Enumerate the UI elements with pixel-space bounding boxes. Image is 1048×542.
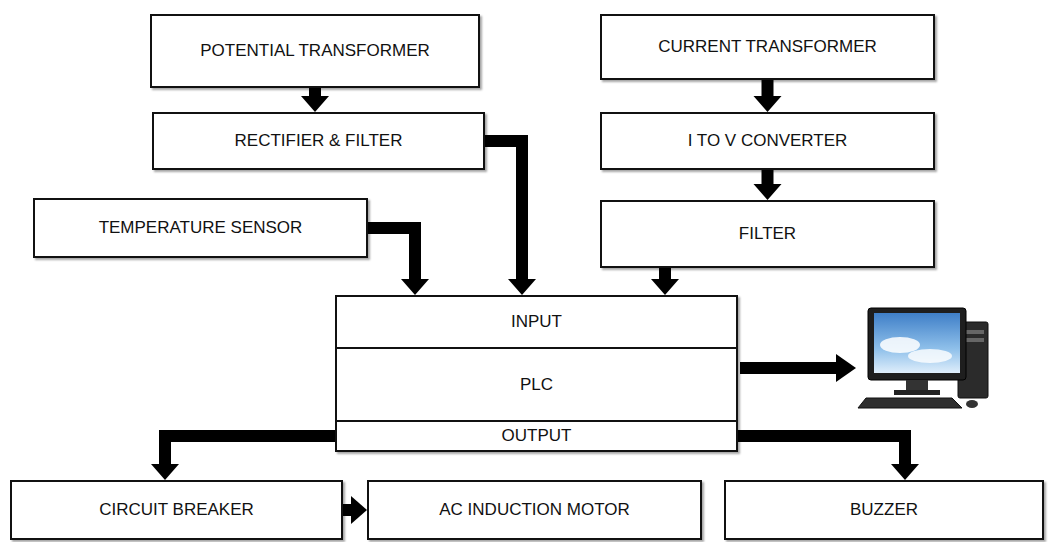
arrow-head	[651, 279, 679, 295]
arrow-line	[762, 170, 774, 185]
box-label: I TO V CONVERTER	[680, 131, 856, 151]
signal-arrow	[651, 268, 679, 295]
box-label: RECTIFIER & FILTER	[227, 131, 411, 151]
signal-arrow	[151, 436, 335, 480]
arrow-head	[301, 96, 329, 112]
box-label: CURRENT TRANSFORMER	[650, 37, 885, 57]
arrow-head	[754, 96, 782, 112]
breaker-box: CIRCUIT BREAKER	[10, 480, 343, 540]
process-box: FILTER	[600, 200, 935, 268]
section-label: PLC	[512, 375, 561, 395]
arrow-line	[762, 80, 774, 97]
plc-section: OUTPUT	[337, 420, 736, 450]
arrow-head	[891, 464, 919, 480]
arrow-head	[754, 184, 782, 200]
sensor-box: TEMPERATURE SENSOR	[33, 198, 368, 258]
arrow-line	[485, 141, 522, 280]
arrow-line	[740, 362, 838, 374]
signal-arrow	[368, 228, 429, 295]
box-label: CIRCUIT BREAKER	[91, 500, 262, 520]
plc-box: INPUT PLC OUTPUT	[335, 295, 738, 452]
plc-section: PLC	[337, 347, 736, 420]
plc-section: INPUT	[337, 297, 736, 347]
signal-arrow	[738, 436, 919, 480]
arrow-head	[401, 279, 429, 295]
arrow-line	[165, 436, 335, 465]
box-label: TEMPERATURE SENSOR	[91, 218, 311, 238]
transformer-box: POTENTIAL TRANSFORMER	[150, 14, 480, 88]
box-label: FILTER	[731, 224, 804, 244]
buzzer-box: BUZZER	[724, 480, 1044, 540]
computer-monitor	[868, 308, 966, 380]
process-box: RECTIFIER & FILTER	[152, 112, 485, 170]
arrow-head	[151, 464, 179, 480]
section-label: OUTPUT	[494, 426, 580, 446]
signal-arrow	[301, 88, 329, 112]
signal-arrow	[343, 496, 367, 524]
process-box: I TO V CONVERTER	[600, 112, 935, 170]
transformer-box: CURRENT TRANSFORMER	[600, 14, 935, 80]
signal-arrow	[754, 80, 782, 112]
signal-arrow	[485, 141, 536, 295]
arrow-head	[508, 279, 536, 295]
section-label: INPUT	[503, 312, 570, 332]
arrow-line	[309, 88, 321, 97]
box-label: AC INDUCTION MOTOR	[431, 500, 637, 520]
box-label: POTENTIAL TRANSFORMER	[192, 41, 438, 61]
arrow-head	[351, 496, 367, 524]
arrow-line	[659, 268, 671, 280]
box-label: BUZZER	[842, 500, 926, 520]
arrow-line	[368, 228, 415, 280]
arrow-head	[836, 354, 856, 382]
arrow-line	[343, 504, 352, 516]
arrow-line	[738, 436, 905, 465]
signal-arrow	[754, 170, 782, 200]
motor-box: AC INDUCTION MOTOR	[367, 480, 702, 540]
